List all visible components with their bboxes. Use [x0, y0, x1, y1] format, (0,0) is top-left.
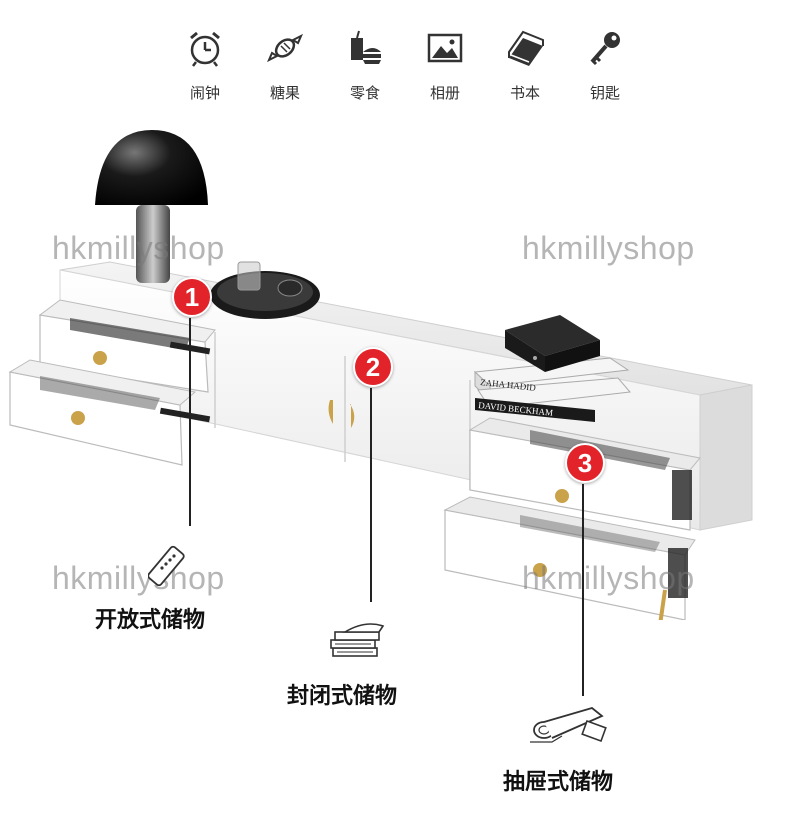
watermark-top-left: hkmillyshop: [52, 230, 225, 266]
icon-label-candy: 糖果: [269, 84, 300, 102]
callout-line-3: [582, 484, 584, 696]
book-spine: [475, 398, 595, 422]
alarm-clock-icon: [190, 31, 220, 67]
remote-control-icon: [148, 545, 185, 587]
callout-badge-1: 1: [172, 277, 212, 317]
stacked-magazines-icon: [330, 623, 385, 657]
left-drawer-lower-handle: [71, 411, 85, 425]
icon-item-snack: 零食: [330, 18, 400, 103]
book-icon: [508, 30, 544, 66]
callout-line-1: [189, 318, 191, 526]
icon-item-candy: 糖果: [250, 18, 320, 103]
candy-icon: [267, 33, 303, 63]
right-drawer-upper-handle: [555, 489, 569, 503]
callout-label-2: 封闭式储物: [287, 684, 398, 709]
photo-album-icon: [427, 33, 463, 63]
callout-label-1: 开放式储物: [95, 608, 206, 633]
icon-item-book: 书本: [490, 18, 560, 103]
watermark-bottom-left: hkmillyshop: [52, 560, 225, 596]
icon-label-key: 钥匙: [589, 84, 620, 102]
icon-item-key: 钥匙: [570, 18, 640, 103]
storage-icon-row: 闹钟 糖果 零食 相册: [170, 18, 640, 118]
callout-line-2: [370, 388, 372, 602]
icon-item-photo-album: 相册: [410, 18, 480, 103]
key-icon: [590, 32, 620, 66]
left-drawer-upper-handle: [93, 351, 107, 365]
snack-icon: [351, 30, 381, 64]
watermark-top-right: hkmillyshop: [522, 230, 695, 266]
icon-label-snack: 零食: [349, 84, 380, 102]
lamp-shade: [95, 130, 208, 205]
black-box: [505, 315, 600, 356]
icon-item-alarm-clock: 闹钟: [170, 18, 240, 103]
door-handle-left: [328, 400, 333, 424]
watermark-bottom-right: hkmillyshop: [522, 560, 695, 596]
right-drawer-lower-handle: [533, 563, 547, 577]
door-handle-right: [350, 404, 355, 428]
icon-label-book: 书本: [509, 84, 540, 102]
callout-badge-2: 2: [353, 347, 393, 387]
lamp-base: [136, 205, 170, 283]
icon-label-alarm-clock: 闹钟: [189, 84, 220, 102]
callout-label-3: 抽屉式储物: [503, 770, 614, 795]
callout-badge-3: 3: [565, 443, 605, 483]
cabinet-leg: [658, 589, 667, 620]
icon-label-photo-album: 相册: [429, 84, 460, 102]
cabinet-side: [699, 384, 753, 531]
tv-cabinet-illustration: ZAHA HADID DAVID BECKHAM: [8, 130, 753, 620]
rolled-papers-icon: [530, 707, 607, 743]
